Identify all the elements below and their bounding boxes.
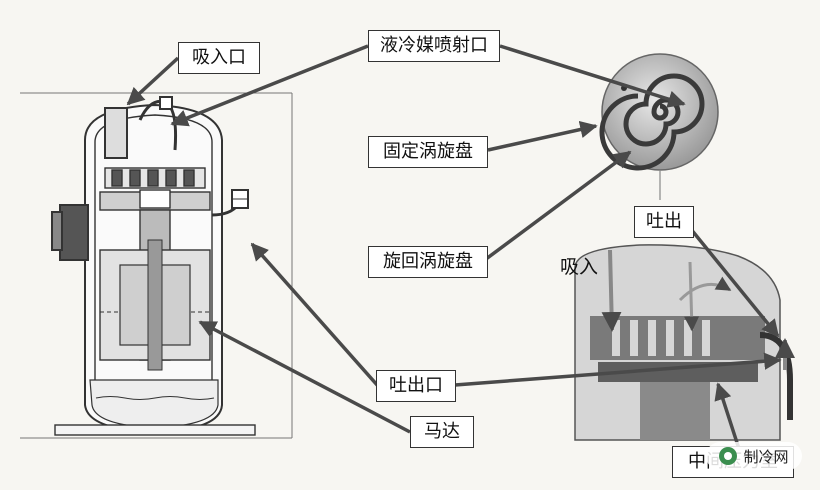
fixed-scroll-label: 固定涡旋盘 (368, 136, 488, 168)
discharge-label: 吐出 (634, 206, 694, 238)
compressor-cross-section (51, 96, 256, 436)
right-cross-section (574, 244, 795, 441)
arrow-orbiting-scroll (480, 150, 632, 264)
arrow-discharge-out (688, 226, 780, 338)
discharge-port-label: 吐出口 (376, 370, 456, 402)
leader-arrows (126, 44, 782, 453)
arrow-injection-to-disc (499, 44, 686, 108)
suction-label: 吸入 (560, 256, 599, 278)
arrow-injection-to-body (170, 44, 369, 127)
suction-port-label: 吸入口 (178, 42, 260, 74)
arrow-discharge-left (250, 242, 380, 388)
arrow-discharge-right (441, 352, 782, 388)
arrow-suction-port (126, 56, 180, 106)
injection-port-label: 液冷媒喷射口 (368, 30, 500, 62)
motor-label: 马达 (410, 416, 474, 448)
arrow-motor (198, 320, 411, 434)
scroll-disc-illustration (599, 53, 719, 200)
watermark-text: 制冷网 (743, 447, 789, 466)
watermark: 制冷网 (706, 442, 802, 470)
orbiting-scroll-label: 旋回涡旋盘 (368, 246, 488, 278)
arrow-intermediate-chamber (714, 382, 742, 453)
arrow-fixed-scroll (487, 120, 598, 152)
wechat-icon (719, 447, 738, 465)
